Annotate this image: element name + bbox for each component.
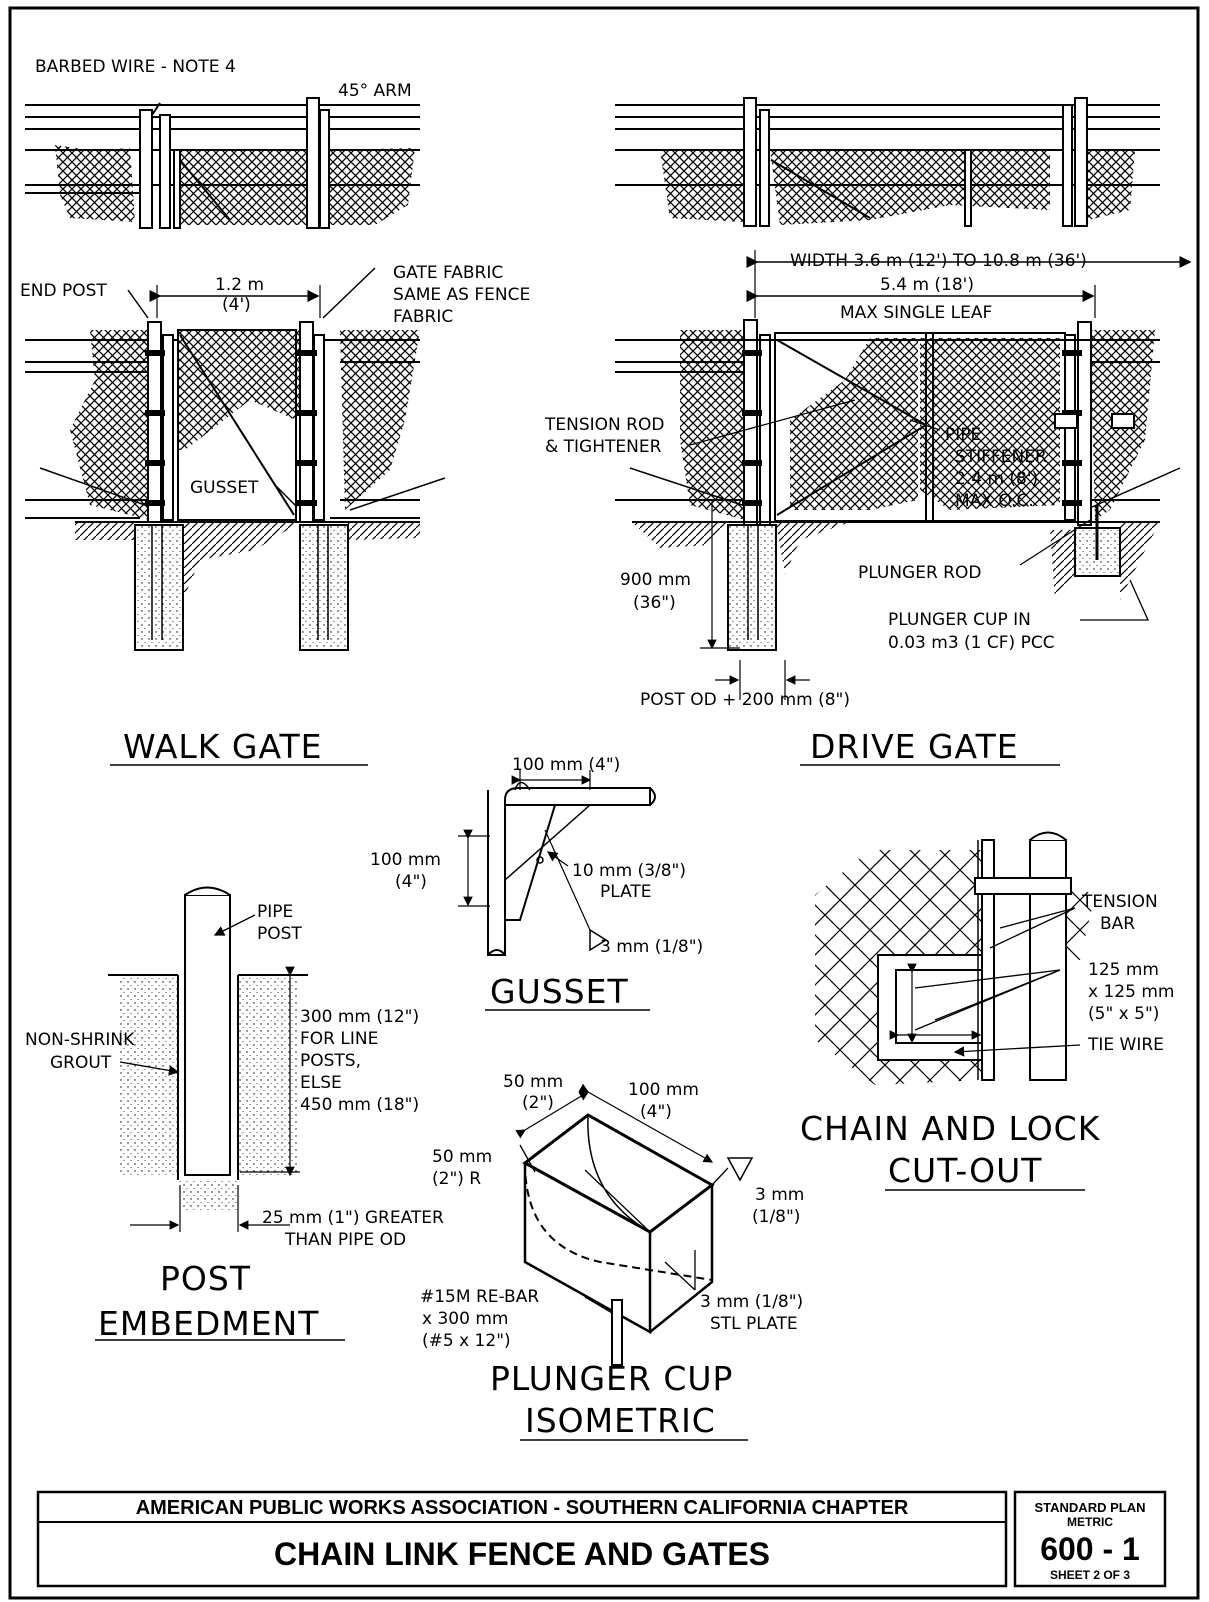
chain-lock-cutout-detail xyxy=(815,831,1095,1085)
tension-bar-label-2: BAR xyxy=(1100,914,1135,934)
max-leaf-label-1: 5.4 m (18') xyxy=(880,275,974,295)
pipe-post-label-1: PIPE xyxy=(257,902,293,922)
embed-depth-label-1: 300 mm (12") xyxy=(300,1007,419,1027)
gusset-plate-label-1: 10 mm (3/8") xyxy=(572,861,686,881)
plunger-rebar-label-2: x 300 mm xyxy=(422,1309,508,1329)
chain-lock-title-1: CHAIN AND LOCK xyxy=(800,1109,1101,1148)
depth-in-label: (36") xyxy=(633,593,676,613)
plunger-plate-label-2: STL PLATE xyxy=(710,1314,798,1334)
plunger-weld-label-2: (1/8") xyxy=(752,1207,800,1227)
plunger-cup-in-label-1: PLUNGER CUP IN xyxy=(888,610,1031,630)
plunger-weld-label-1: 3 mm xyxy=(755,1185,804,1205)
walk-width-m-label: 1.2 m xyxy=(215,275,264,295)
plunger-plate-label-1: 3 mm (1/8") xyxy=(700,1292,803,1312)
drive-gate-title: DRIVE GATE xyxy=(810,727,1019,766)
plunger-cup-title-2: ISOMETRIC xyxy=(525,1401,716,1440)
tension-rod-label-1: TENSION ROD xyxy=(544,415,664,435)
arm-45-label: 45° ARM xyxy=(338,81,412,101)
embed-depth-label-4: ELSE xyxy=(300,1073,342,1093)
plunger-cup-in-label-2: 0.03 m3 (1 CF) PCC xyxy=(888,633,1055,653)
gusset-callout-label: GUSSET xyxy=(190,478,259,498)
sheet-number: SHEET 2 OF 3 xyxy=(1050,1568,1130,1582)
post-od-label: POST OD + 200 mm (8") xyxy=(640,690,850,710)
tie-wire-label: TIE WIRE xyxy=(1087,1035,1164,1055)
cutout-size-label-3: (5" x 5") xyxy=(1088,1004,1159,1024)
walk-width-ft-label: (4') xyxy=(222,295,251,315)
walk-gate-diagram xyxy=(25,267,446,651)
gusset-weld-label: 3 mm (1/8") xyxy=(600,937,703,957)
gusset-height-label-1: 100 mm xyxy=(370,850,441,870)
depth-mm-label: 900 mm xyxy=(620,570,691,590)
cutout-size-label-1: 125 mm xyxy=(1088,960,1159,980)
pipe-stiffener-label-2: STIFFENER xyxy=(955,447,1047,467)
post-embedment-detail xyxy=(108,886,308,1232)
gusset-height-label-2: (4") xyxy=(395,872,427,892)
plunger-width-label-1: 50 mm xyxy=(503,1072,563,1092)
chain-lock-title-2: CUT-OUT xyxy=(888,1151,1042,1190)
plunger-rebar-label-1: #15M RE-BAR xyxy=(420,1287,539,1307)
title-block: AMERICAN PUBLIC WORKS ASSOCIATION - SOUT… xyxy=(36,1490,1167,1588)
plunger-rod-label: PLUNGER ROD xyxy=(858,563,981,583)
walk-gate-title: WALK GATE xyxy=(123,727,323,766)
pipe-post-label-2: POST xyxy=(257,924,302,944)
max-leaf-label-2: MAX SINGLE LEAF xyxy=(840,303,992,323)
plunger-length-label-1: 100 mm xyxy=(628,1080,699,1100)
plunger-rebar-label-3: (#5 x 12") xyxy=(422,1331,511,1351)
sheet-border xyxy=(8,6,1200,1600)
gate-fabric-label-3: FABRIC xyxy=(393,307,453,327)
plunger-length-label-2: (4") xyxy=(640,1102,672,1122)
gate-fabric-label-2: SAME AS FENCE xyxy=(393,285,530,305)
post-embedment-title-2: EMBEDMENT xyxy=(98,1304,319,1343)
tension-bar-label-1: TENSION xyxy=(1081,892,1158,912)
pipe-stiffener-label-4: MAX O.C. xyxy=(955,491,1034,511)
organization-name: AMERICAN PUBLIC WORKS ASSOCIATION - SOUT… xyxy=(136,1497,909,1519)
cutout-size-label-2: x 125 mm xyxy=(1088,982,1174,1002)
standard-plan-label: STANDARD PLAN xyxy=(1035,1500,1146,1515)
grout-label-1: NON-SHRINK xyxy=(25,1030,135,1050)
end-post-label: END POST xyxy=(20,281,107,301)
detail-titles: WALK GATE DRIVE GATE GUSSET POST EMBEDME… xyxy=(95,727,1101,1441)
gusset-title: GUSSET xyxy=(490,972,629,1011)
embed-width-label-1: 25 mm (1") GREATER xyxy=(262,1208,444,1228)
embed-width-label-2: THAN PIPE OD xyxy=(284,1230,406,1250)
plunger-cup-title-1: PLUNGER CUP xyxy=(490,1359,733,1398)
sheet-title: CHAIN LINK FENCE AND GATES xyxy=(274,1536,770,1572)
embed-depth-label-3: POSTS, xyxy=(300,1051,361,1071)
embed-depth-label-2: FOR LINE xyxy=(300,1029,378,1049)
grout-label-2: GROUT xyxy=(50,1053,112,1073)
drive-width-label: WIDTH 3.6 m (12') TO 10.8 m (36') xyxy=(790,251,1087,271)
drive-gate-diagram xyxy=(615,250,1192,700)
metric-label: METRIC xyxy=(1067,1515,1113,1529)
tension-rod-label-2: & TIGHTENER xyxy=(545,437,662,457)
gusset-plate-label-2: PLATE xyxy=(600,882,652,902)
plan-number: 600 - 1 xyxy=(1040,1531,1140,1567)
gusset-detail xyxy=(458,770,656,956)
walk-gate-elevation-top xyxy=(25,97,420,229)
embed-depth-label-5: 450 mm (18") xyxy=(300,1095,419,1115)
post-embedment-title-1: POST xyxy=(160,1259,251,1298)
plunger-radius-label-2: (2") R xyxy=(432,1169,481,1189)
pipe-stiffener-label-3: 2.4 m (8') xyxy=(955,469,1038,489)
plunger-radius-label-1: 50 mm xyxy=(432,1147,492,1167)
gate-fabric-label-1: GATE FABRIC xyxy=(393,263,503,283)
plunger-cup-detail xyxy=(515,1083,754,1366)
gusset-width-label: 100 mm (4") xyxy=(512,755,620,775)
barbed-wire-label: BARBED WIRE - NOTE 4 xyxy=(35,57,236,77)
drive-gate-elevation-top xyxy=(615,97,1160,227)
pipe-stiffener-label-1: PIPE xyxy=(945,425,981,445)
plunger-width-label-2: (2") xyxy=(522,1093,554,1113)
annotation-labels: BARBED WIRE - NOTE 4 45° ARM END POST 1.… xyxy=(20,57,1174,1351)
